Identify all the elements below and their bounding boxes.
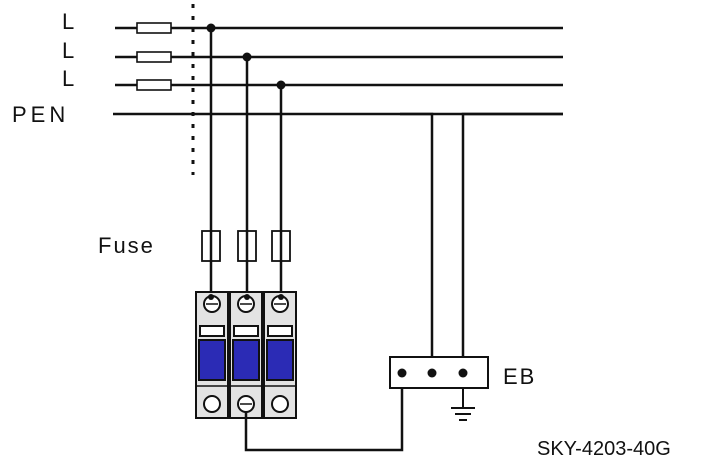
spd-module-1 [195,291,229,419]
terminal-screw [203,395,221,413]
equipotential-bar [389,356,489,389]
fuse-symbol-l2 [136,51,172,63]
model-number: SKY-4203-40G [537,438,671,460]
conductors [113,26,563,116]
spd-module-2 [229,291,263,419]
fuse-symbol-l3 [136,79,172,91]
ground-symbol [451,388,475,421]
surge-protector [195,291,297,419]
label-eb: EB [503,364,536,389]
fuse-symbol-l1 [136,22,172,34]
spd-module-3 [263,291,297,419]
junction-dots [206,23,286,90]
spd-pe-wire [244,373,404,452]
eb-terminals [397,368,468,378]
label-fuse: Fuse [98,233,155,258]
pen-to-eb-wires [400,112,563,373]
spd-window [266,339,294,381]
label-l2: L [62,38,74,63]
label-pen: PEN [12,102,69,127]
spd-window [198,339,226,381]
line-fuses [136,22,172,91]
label-l3: L [62,66,74,91]
spd-window [232,339,260,381]
label-l1: L [62,9,74,34]
terminal-screw [271,395,289,413]
